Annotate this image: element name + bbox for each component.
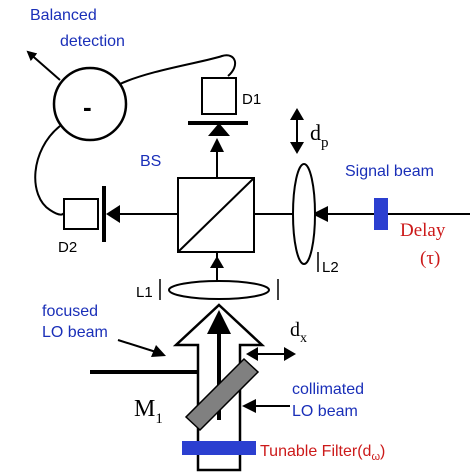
detector-d1-arrowhead	[208, 123, 230, 136]
delay-label: Delay	[400, 220, 446, 241]
beam-l1-to-bs-arrow	[210, 256, 224, 268]
dp-label: dp	[310, 120, 329, 151]
collimated-lo-beam-label-line2: LO beam	[292, 403, 358, 420]
m1-label: M1	[134, 396, 163, 427]
dx-arrow-left	[246, 347, 258, 361]
tau-label: (τ)	[420, 248, 440, 269]
collimated-lo-beam-label-line1: collimated	[292, 381, 364, 398]
dp-arrow-up	[290, 108, 304, 120]
mirror-m1	[184, 357, 260, 432]
focused-lo-beam-pointer	[117, 339, 157, 353]
signal-beam-label: Signal beam	[345, 163, 434, 180]
lens-l2	[292, 163, 316, 265]
d2-label: D2	[58, 239, 77, 256]
balanced-detector-circle	[52, 66, 128, 142]
detector-d2-arrowhead	[106, 205, 120, 223]
balanced-detection-label-line2: detection	[60, 33, 125, 50]
d1-label: D1	[242, 91, 261, 108]
focused-lo-beam-pointer-head	[151, 345, 166, 357]
cable-to-d1	[119, 54, 237, 85]
dp-arrow-down	[290, 142, 304, 154]
collimated-lo-beam-pointer-head	[242, 399, 256, 413]
tunable-filter-label: Tunable Filter(dω)	[260, 443, 385, 463]
lens-l1	[168, 280, 270, 300]
bs-label: BS	[140, 153, 161, 170]
detector-d2-body	[63, 198, 99, 230]
balanced-detection-output-arrow	[26, 50, 61, 81]
cable-to-d2	[34, 125, 67, 216]
dx-arrow-right	[284, 347, 296, 361]
detector-d1-body	[201, 77, 237, 115]
focused-lo-beam-label-line2: LO beam	[42, 324, 108, 341]
beam-splitter-diagonal	[177, 177, 255, 253]
signal-beam-delay-block	[374, 198, 388, 230]
balanced-detection-label-line1: Balanced	[30, 7, 97, 24]
tunable-filter-block	[182, 441, 256, 455]
focused-lo-beam-label-line1: focused	[42, 303, 98, 320]
l2-label: L2	[322, 259, 339, 276]
focused-beam-arrowhead	[207, 310, 231, 334]
balanced-detector-minus-sign: -	[83, 92, 92, 122]
dx-label: dx	[290, 319, 307, 346]
beam-bs-to-d1-arrow	[210, 138, 224, 152]
signal-beam-arrowhead	[312, 206, 328, 222]
l1-label: L1	[136, 284, 153, 301]
